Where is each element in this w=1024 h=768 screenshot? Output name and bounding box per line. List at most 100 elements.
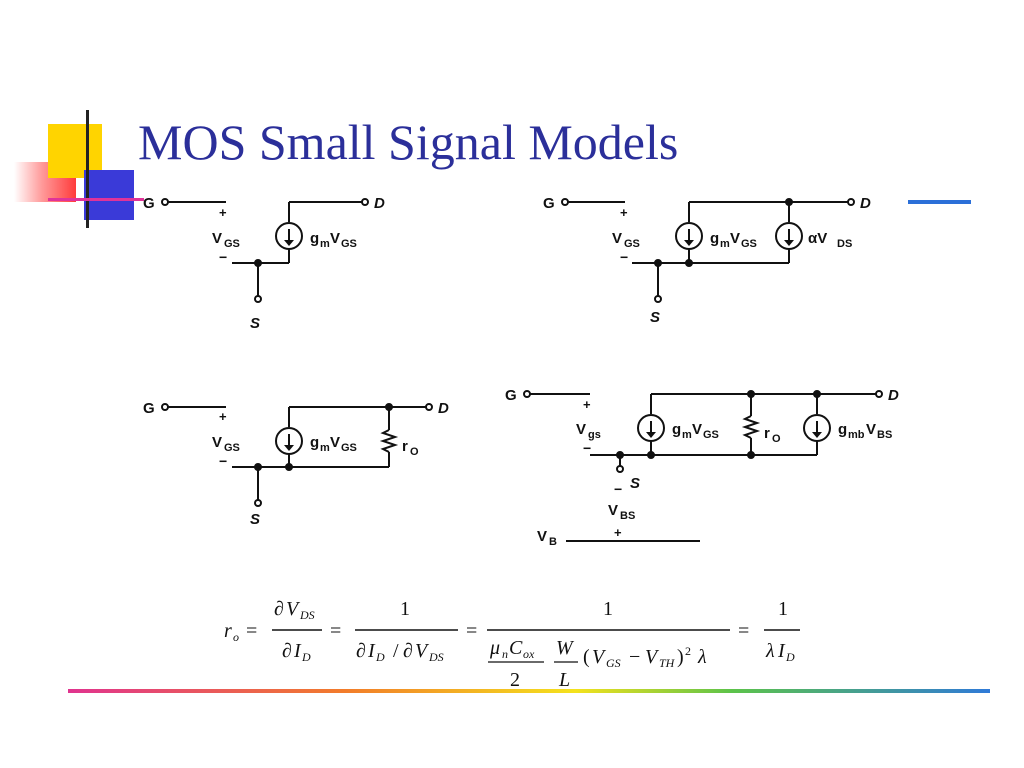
eq-i: I bbox=[293, 640, 302, 662]
vb-label: V bbox=[537, 528, 547, 545]
source-terminal bbox=[254, 295, 262, 303]
gm-v-subscript: GS bbox=[703, 429, 719, 441]
eq-v: V bbox=[645, 646, 660, 668]
gm-label: g bbox=[710, 230, 719, 247]
eq-two: 2 bbox=[510, 669, 520, 691]
eq-gs: GS bbox=[606, 656, 621, 670]
gm-v-subscript: GS bbox=[341, 238, 357, 250]
alpha-vds-subscript: DS bbox=[837, 238, 852, 250]
gm-label: g bbox=[672, 421, 681, 438]
gm-label: g bbox=[310, 230, 319, 247]
plus-sign: + bbox=[583, 397, 591, 412]
circuit-body bbox=[523, 390, 883, 542]
gate-terminal bbox=[161, 198, 169, 206]
drain-terminal bbox=[361, 198, 369, 206]
minus-sign: − bbox=[219, 453, 227, 469]
slide-title: MOS Small Signal Models bbox=[138, 114, 679, 170]
eq-partial: ∂ bbox=[403, 640, 413, 662]
eq-one: 1 bbox=[400, 598, 410, 620]
eq-d: D bbox=[785, 650, 795, 664]
gm-v-label: V bbox=[692, 421, 702, 438]
drain-label: D bbox=[860, 195, 871, 212]
source-label: S bbox=[630, 475, 640, 492]
source-label: S bbox=[650, 309, 660, 326]
minus-sign: − bbox=[620, 249, 628, 265]
gm-subscript: m bbox=[320, 238, 330, 250]
eq-d: D bbox=[301, 650, 311, 664]
vb-subscript: B bbox=[549, 536, 557, 548]
eq-partial: ∂ bbox=[356, 640, 366, 662]
gm-label: g bbox=[310, 434, 319, 451]
circuit-clm bbox=[561, 198, 855, 303]
eq-square: 2 bbox=[685, 644, 691, 658]
ro-label: r bbox=[764, 425, 770, 442]
bottom-gradient-rule bbox=[68, 689, 990, 693]
gate-label: G bbox=[143, 195, 155, 212]
gmb-v-subscript: BS bbox=[877, 429, 892, 441]
eq-l: L bbox=[558, 669, 570, 691]
eq-v: V bbox=[286, 598, 301, 620]
circuit-ro bbox=[161, 403, 433, 507]
eq-ox: ox bbox=[523, 647, 535, 661]
eq-lambda: λ bbox=[697, 646, 707, 668]
circuit-ro-labels: G D S + V GS − g m V GS r O bbox=[143, 400, 449, 528]
vb-plus-sign: + bbox=[614, 525, 622, 540]
gmb-v-label: V bbox=[866, 421, 876, 438]
drain-label: D bbox=[374, 195, 385, 212]
eq-lambda: λ bbox=[765, 640, 775, 662]
eq-ds: DS bbox=[428, 650, 444, 664]
vgs-subscript: GS bbox=[224, 238, 240, 250]
eq-partial: ∂ bbox=[274, 598, 284, 620]
gm-v-subscript: GS bbox=[741, 238, 757, 250]
decor-horizontal-line bbox=[48, 198, 144, 201]
eq-slash: / bbox=[393, 640, 399, 662]
gmb-subscript: mb bbox=[848, 429, 865, 441]
minus-sign: − bbox=[583, 440, 591, 456]
circuit-body-labels: G D S + V gs − g m V GS r O g mb V BS − … bbox=[505, 387, 899, 548]
eq-minus: − bbox=[629, 646, 640, 668]
drain-label: D bbox=[888, 387, 899, 404]
eq-sign: = bbox=[246, 620, 257, 642]
vgs-subscript: GS bbox=[224, 442, 240, 454]
decor-vertical-line bbox=[86, 110, 89, 228]
gm-v-subscript: GS bbox=[341, 442, 357, 454]
vbs-subscript: BS bbox=[620, 510, 635, 522]
ro-subscript: O bbox=[772, 433, 781, 445]
eq-sign: = bbox=[330, 620, 341, 642]
gm-subscript: m bbox=[320, 442, 330, 454]
eq-w: W bbox=[556, 637, 575, 659]
decor-yellow-block bbox=[48, 124, 102, 178]
eq-ro: r bbox=[224, 620, 232, 642]
circuit-basic bbox=[161, 198, 369, 303]
vbs-minus-sign: − bbox=[614, 481, 622, 497]
alpha-vds-label: αV bbox=[808, 230, 827, 247]
eq-n: n bbox=[502, 647, 508, 661]
ro-subscript: O bbox=[410, 446, 419, 458]
minus-sign: − bbox=[219, 249, 227, 265]
source-label: S bbox=[250, 315, 260, 332]
eq-ds: DS bbox=[299, 608, 315, 622]
gm-v-label: V bbox=[330, 230, 340, 247]
eq-sign: = bbox=[738, 620, 749, 642]
eq-one: 1 bbox=[778, 598, 788, 620]
vbs-label: V bbox=[608, 502, 618, 519]
eq-partial: ∂ bbox=[282, 640, 292, 662]
gm-v-label: V bbox=[730, 230, 740, 247]
resistor-ro bbox=[379, 429, 399, 453]
title-accent-rule bbox=[908, 200, 971, 204]
gm-v-label: V bbox=[330, 434, 340, 451]
eq-ro-sub: o bbox=[233, 630, 239, 644]
eq-i: I bbox=[367, 640, 376, 662]
vgs-label: V bbox=[612, 230, 622, 247]
circuit-basic-labels: G D S + V GS − g m V GS bbox=[143, 195, 385, 332]
decor-blue-block bbox=[84, 170, 134, 220]
plus-sign: + bbox=[219, 409, 227, 424]
gate-label: G bbox=[505, 387, 517, 404]
eq-v: V bbox=[415, 640, 430, 662]
ro-equation: r o = ∂ V DS ∂ I D = 1 ∂ I D / ∂ V DS = … bbox=[224, 598, 800, 691]
eq-mu: μ bbox=[489, 637, 500, 659]
eq-v: V bbox=[592, 646, 607, 668]
eq-one: 1 bbox=[603, 598, 613, 620]
